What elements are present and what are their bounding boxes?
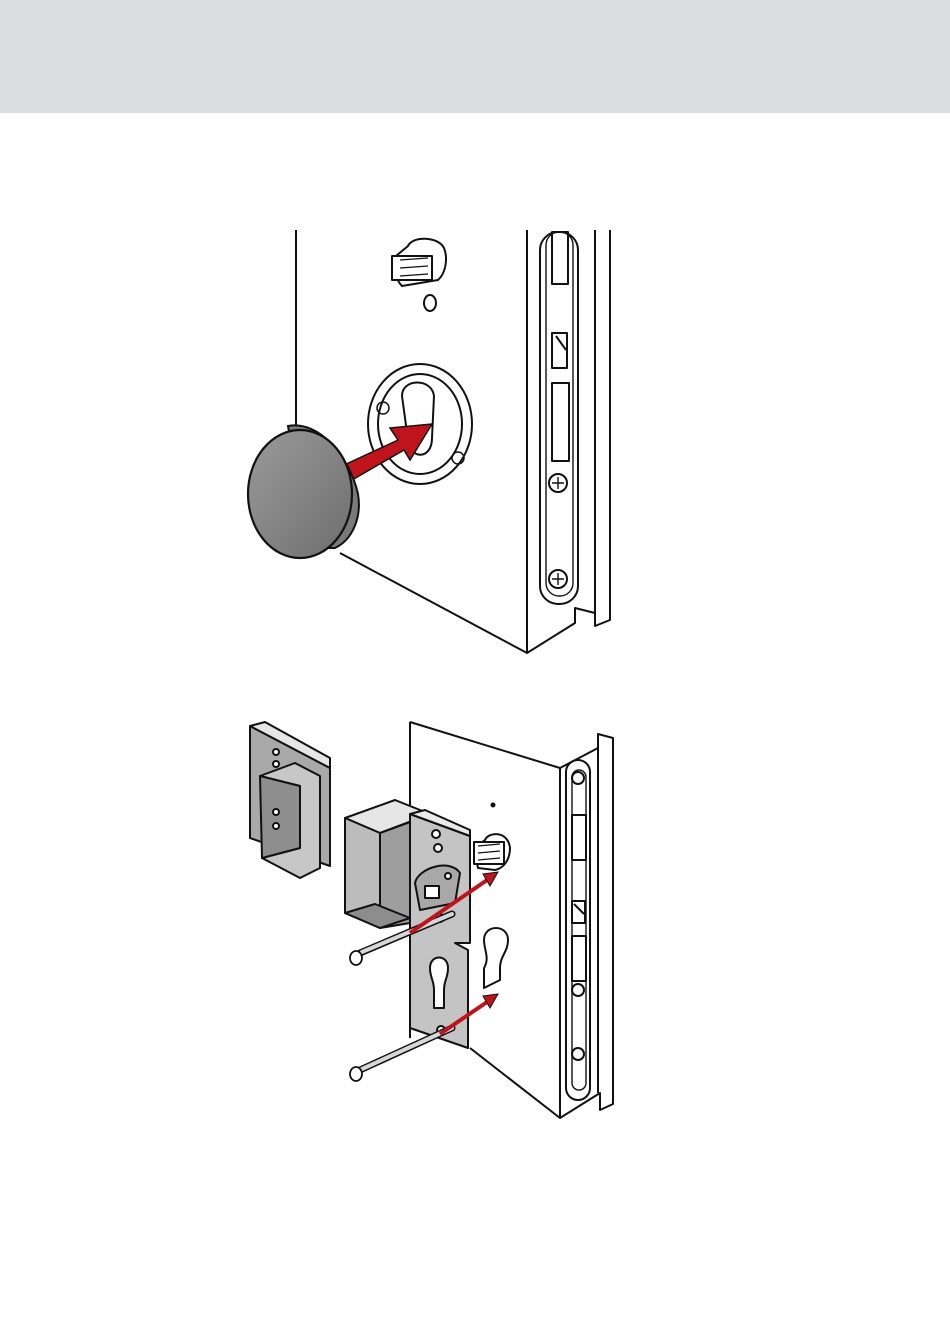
- cylinder-cutout: [484, 928, 508, 988]
- loose-bracket: [250, 722, 330, 878]
- illustration-lock-plate: [0, 718, 950, 1128]
- lock-plate-drawing: [0, 718, 950, 1128]
- cover-cap-drawing: [0, 228, 950, 658]
- header-band: [0, 0, 950, 113]
- spindle-hole: [424, 295, 436, 311]
- illustration-cover-cap: [0, 228, 950, 658]
- round-cover-cap-icon: [248, 425, 359, 558]
